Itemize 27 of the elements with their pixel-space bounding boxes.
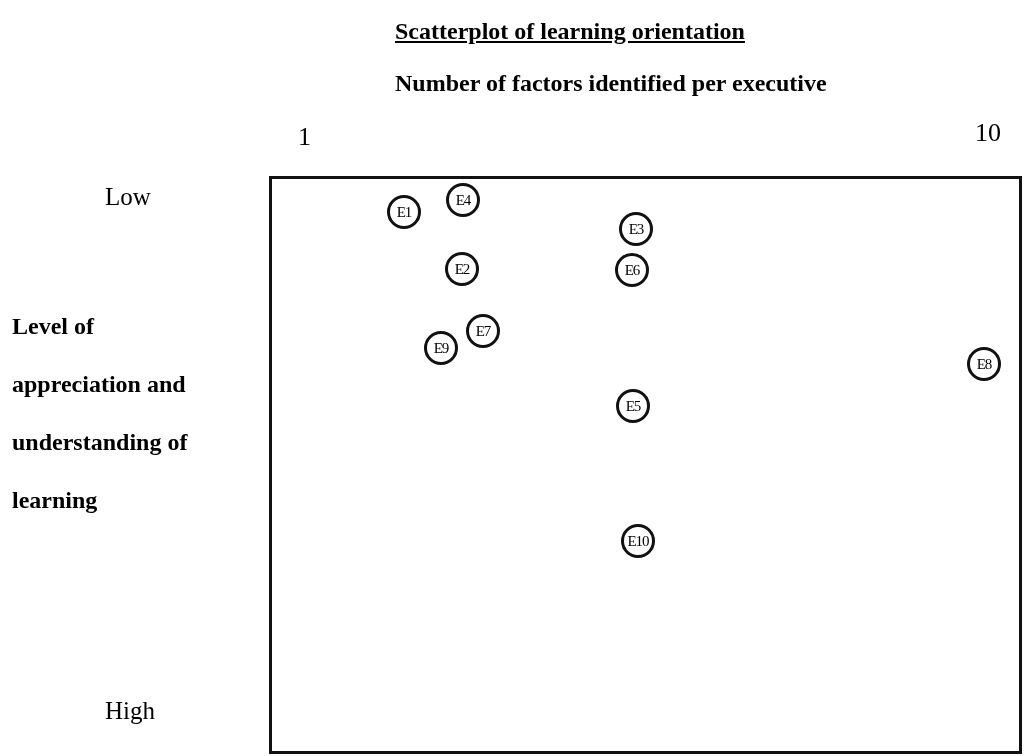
tick-label: 10 xyxy=(975,118,1001,148)
axis-end-label: High xyxy=(105,697,155,725)
point-label: E6 xyxy=(624,261,640,279)
point-circle xyxy=(424,331,458,365)
point-label: E1 xyxy=(396,203,412,221)
point-circle xyxy=(446,183,480,217)
point-label: E2 xyxy=(454,260,470,278)
point-circle xyxy=(466,314,500,348)
axis-title: Number of factors identified per executive xyxy=(395,70,827,97)
point-label: E3 xyxy=(628,220,644,238)
point-label: E9 xyxy=(433,339,449,357)
point-label: E8 xyxy=(976,355,992,373)
point-circle xyxy=(967,347,1001,381)
point-circle xyxy=(387,195,421,229)
point-label: E10 xyxy=(627,532,649,550)
tick-label: 1 xyxy=(298,122,311,152)
axis-title: Level of appreciation and understanding of learning xyxy=(12,312,189,515)
point-circle xyxy=(445,252,479,286)
point-circle xyxy=(621,524,655,558)
chart-title: Scatterplot of learning orientation xyxy=(395,18,745,45)
point-label: E4 xyxy=(455,191,471,209)
point-label: E5 xyxy=(625,397,641,415)
axis-end-label: Low xyxy=(105,183,151,211)
point-circle xyxy=(619,212,653,246)
point-circle xyxy=(616,389,650,423)
point-circle xyxy=(615,253,649,287)
point-label: E7 xyxy=(475,322,491,340)
